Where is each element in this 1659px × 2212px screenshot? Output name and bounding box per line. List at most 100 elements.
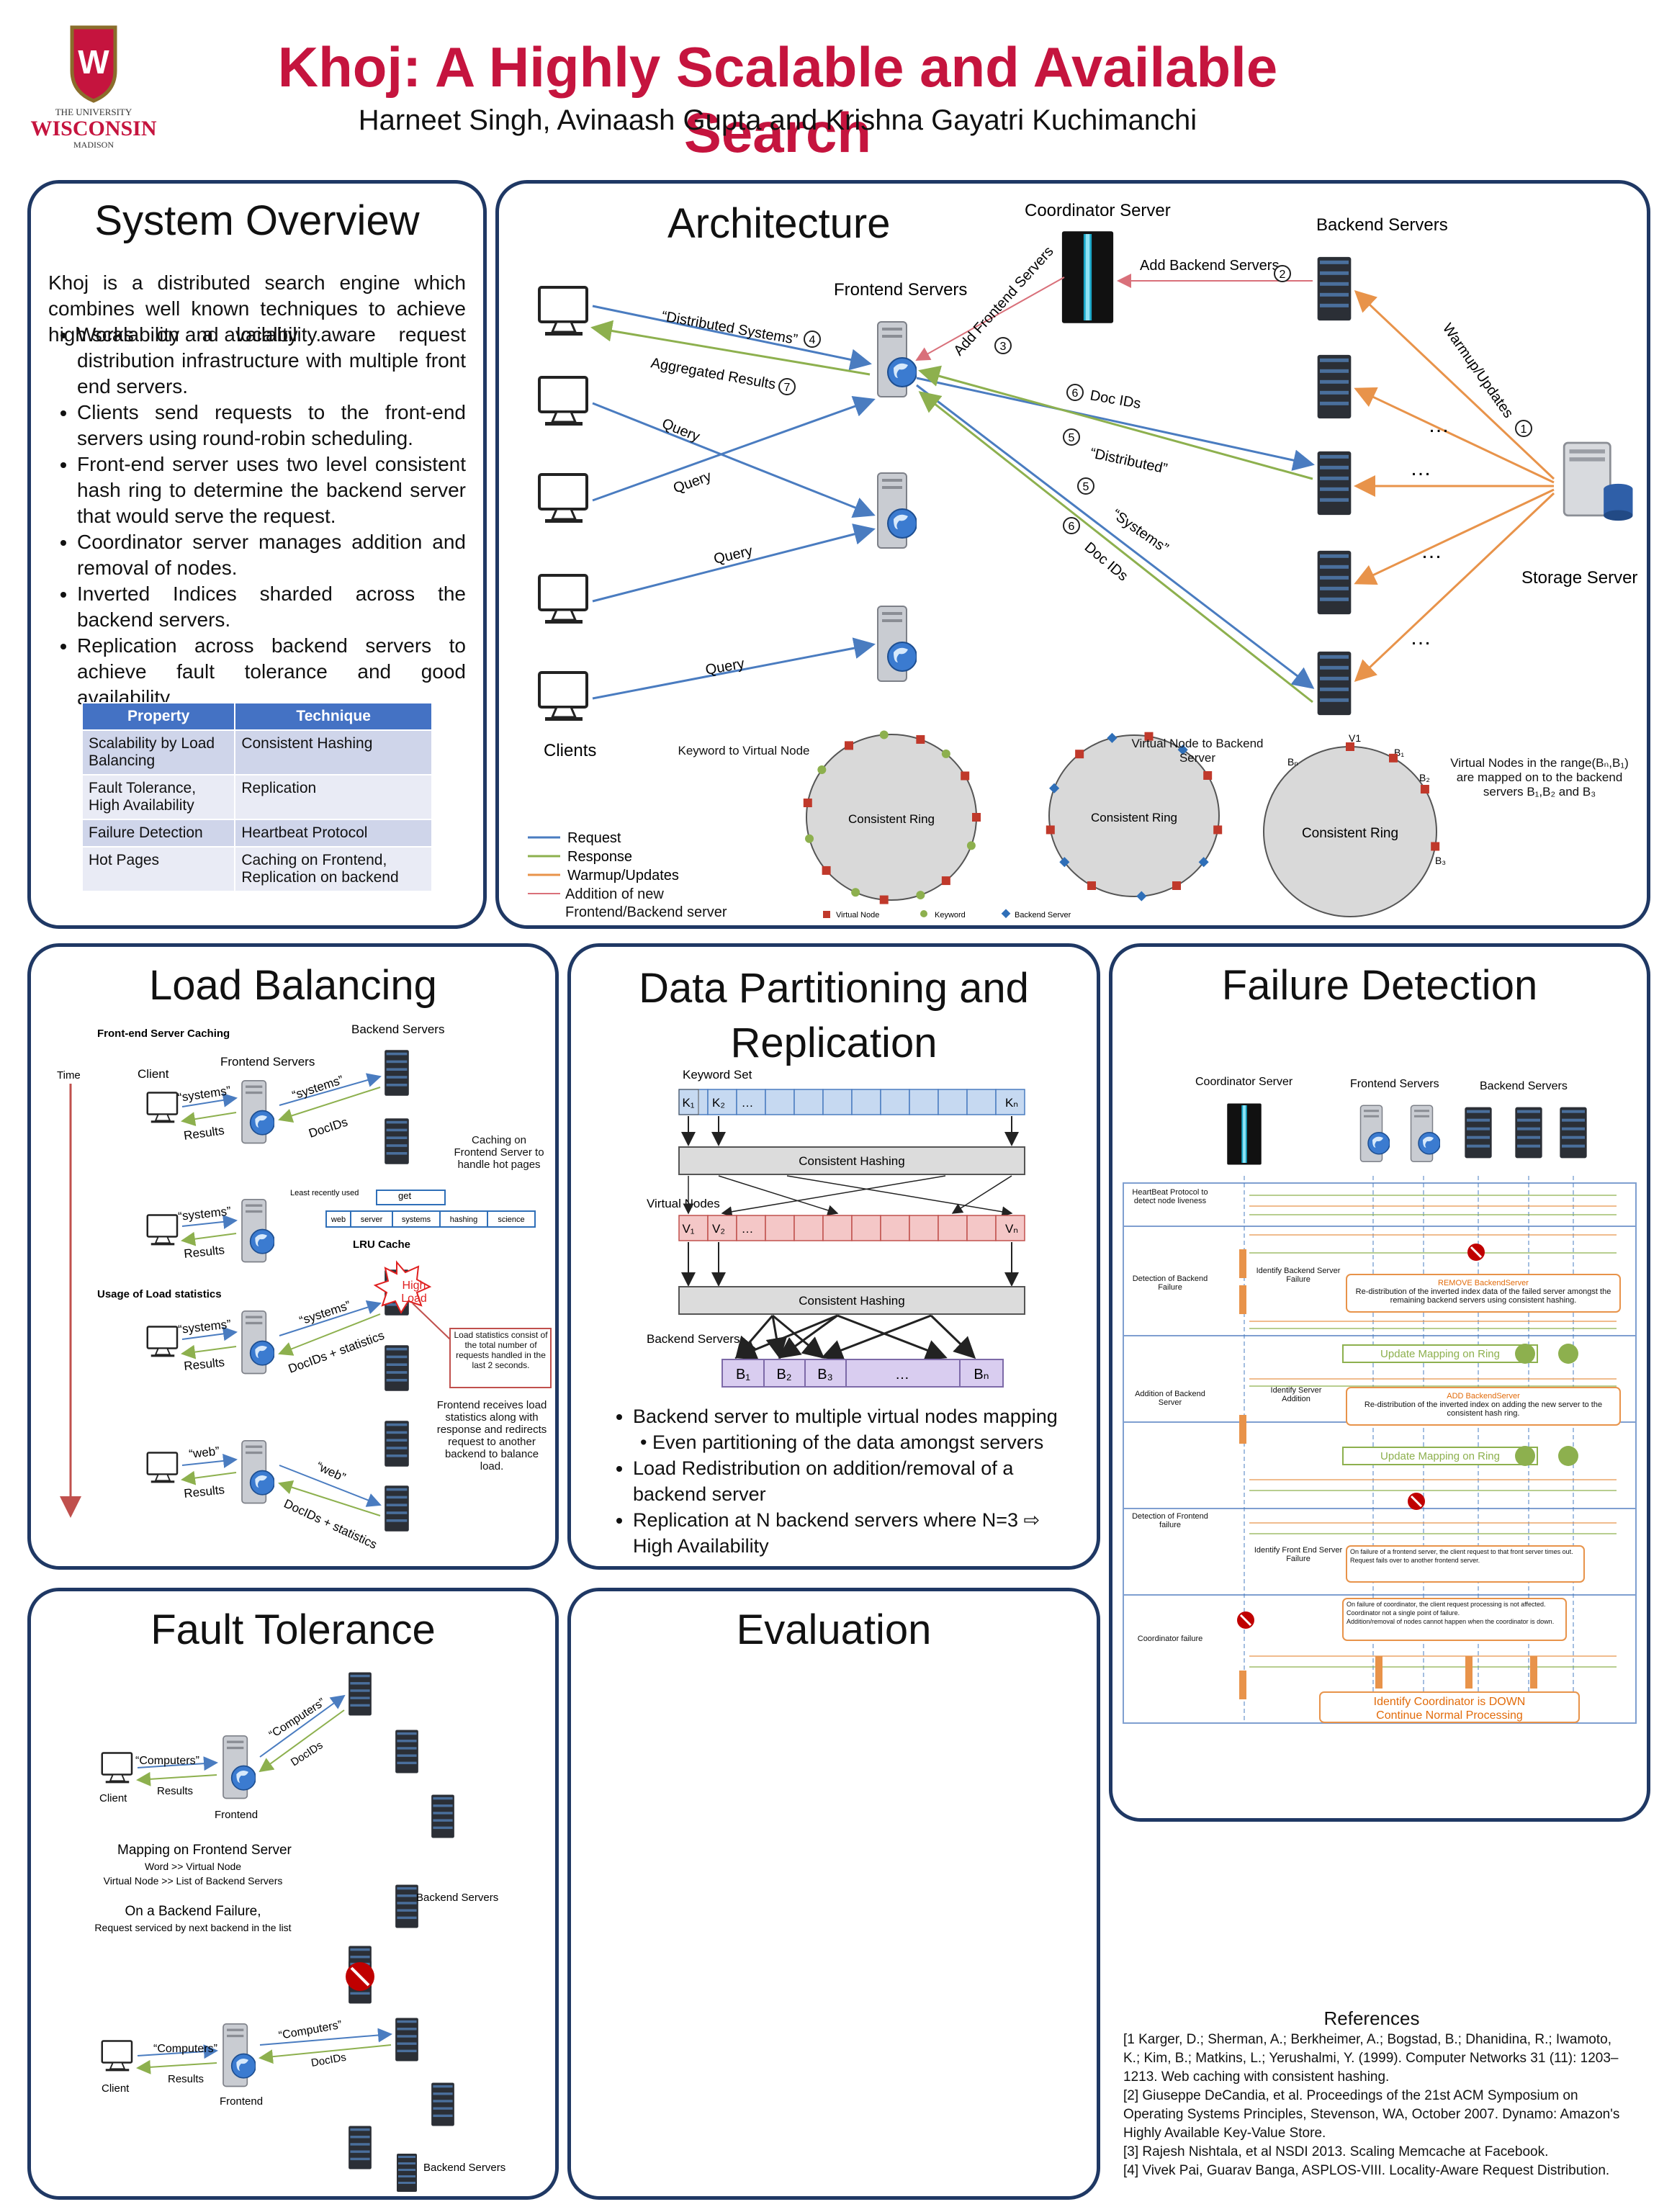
vnode-cell: V₂ — [712, 1222, 725, 1236]
client-computer-icon — [101, 1752, 133, 1784]
message-label: DocIDs — [289, 1739, 325, 1768]
keyword-marker — [916, 891, 925, 900]
virtual-node-marker — [1213, 825, 1223, 835]
table-header: Property — [81, 702, 236, 731]
consistent-ring-2: Consistent Ring — [1048, 734, 1220, 897]
list-item: Front-end server uses two level consiste… — [77, 451, 466, 529]
poster-title: Khoj: A Highly Scalable and Available Se… — [277, 35, 1278, 164]
bar-cell — [909, 1215, 939, 1241]
keyword-marker — [879, 730, 889, 739]
backend-server-icon — [349, 2126, 372, 2170]
virtual-node-marker — [1346, 742, 1354, 751]
ring-point-label: B₃ — [1435, 855, 1446, 866]
frontend-server-icon — [241, 1310, 274, 1375]
note-item: On failure of a frontend server, the cli… — [1350, 1548, 1573, 1555]
message-label: “systems” — [290, 1073, 345, 1102]
ring-note: Virtual Node to Backend Server — [1131, 737, 1264, 765]
legend-label: Warmup/Updates — [567, 868, 679, 884]
virtual-node-marker — [1172, 881, 1181, 890]
university-logo: W THE UNIVERSITY WISCONSIN MADISON — [22, 22, 166, 150]
bar-cell — [851, 1215, 881, 1241]
virtual-node-marker — [941, 876, 950, 886]
section-title: Architecture — [667, 200, 891, 247]
action-title: ADD BackendServer — [1447, 1392, 1520, 1401]
step-number: 7 — [784, 382, 791, 394]
message-label: “web” — [188, 1444, 220, 1461]
virtual-node-marker — [916, 734, 925, 744]
step-markers: 4 7 3 2 1 6 5 5 6 — [778, 265, 1532, 534]
row-labels: HeartBeat Protocol to detect node livene… — [1132, 1188, 1208, 1643]
refresh-icon — [1558, 1446, 1578, 1466]
bar-cell — [938, 1215, 968, 1241]
mapping-title: Mapping on Frontend Server — [117, 1843, 292, 1858]
step-label: Identify Server Addition — [1270, 1386, 1322, 1403]
message-label: Query — [704, 656, 745, 678]
backend-server-icon — [385, 1345, 409, 1391]
backend-server-icon — [395, 1730, 418, 1773]
lru-cell-label: science — [498, 1215, 524, 1224]
note-item: Request fails over to another frontend s… — [1350, 1557, 1480, 1564]
backend-server-icon — [1317, 550, 1352, 615]
frontend-label: Frontend Servers — [220, 1055, 315, 1069]
section-title: System Overview — [94, 197, 420, 244]
panel-architecture: Architecture Coordinator Server Backend … — [495, 180, 1650, 929]
message-label: Add Backend Servers — [1140, 258, 1279, 274]
backend-server-icon — [1317, 651, 1352, 716]
refresh-icon — [1515, 1446, 1535, 1466]
bar-cell — [995, 1089, 1025, 1115]
virtual-node-marker — [1431, 842, 1440, 851]
section-title: Load Balancing — [149, 962, 437, 1009]
message-label: Query — [671, 468, 714, 496]
legend-label: Keyword — [935, 911, 966, 920]
frontend-label: Frontend — [215, 1809, 258, 1821]
coordinator-label: Coordinator Server — [1195, 1076, 1293, 1088]
arch-legend: Request Response Warmup/Updates Addition… — [528, 830, 727, 920]
references: References [1 Karger, D.; Sherman, A.; B… — [1123, 2009, 1620, 2180]
bar-cell — [793, 1089, 824, 1115]
panel-system-overview: System Overview Khoj is a distributed se… — [27, 180, 487, 929]
legend-label: Addition of new Frontend/Backend server — [565, 886, 727, 920]
frontend-server-icon — [1410, 1105, 1440, 1163]
bar-cell — [909, 1089, 939, 1115]
bar-cell — [736, 1215, 766, 1241]
backend-label: Backend Servers — [647, 1332, 739, 1346]
list-item: Replication across backend servers to ac… — [77, 633, 466, 711]
frontend-server-icon — [241, 1079, 274, 1144]
client-label: Client — [102, 2082, 130, 2095]
backend-server-icon — [385, 1118, 409, 1164]
message-label: Results — [183, 1483, 225, 1501]
frontend-label: Frontend Servers — [834, 280, 967, 300]
bar-cell — [938, 1089, 968, 1115]
keyword-cell: … — [742, 1096, 754, 1110]
mapping-line: Virtual Node >> List of Backend Servers — [104, 1875, 283, 1887]
note-item: Coordinator not a single point of failur… — [1346, 1609, 1460, 1617]
panel-fault-tolerance: Fault Tolerance “Computers” Results “Com… — [27, 1588, 559, 2200]
coordinator-server-icon — [1227, 1103, 1262, 1165]
section-title: Data Partitioning and Replication — [639, 965, 1029, 1066]
bar-cell — [880, 1215, 910, 1241]
step-number: 5 — [1069, 432, 1075, 444]
panel-failure-detection: Failure Detection Coordinator Server Fro… — [1109, 943, 1650, 1822]
reference-item: [4] Vivek Pai, Guarav Banga, ASPLOS-VIII… — [1123, 2163, 1610, 2178]
update-ring-label: Update Mapping on Ring — [1380, 1348, 1500, 1360]
step-label: Identify Front End Server Failure — [1254, 1546, 1343, 1563]
legend-label: Request — [567, 830, 621, 846]
virtual-node-marker — [1389, 753, 1398, 763]
storage-server-icon — [1563, 441, 1634, 522]
virtual-node-marker — [1075, 750, 1084, 759]
bar-cell — [851, 1089, 881, 1115]
keyword-cell: K₂ — [712, 1096, 725, 1110]
backend-server-marker — [1198, 857, 1209, 868]
client-computer-icon — [538, 286, 588, 337]
step-label: Identify Backend Server Failure — [1256, 1267, 1341, 1284]
legend-label: Virtual Node — [836, 911, 879, 920]
lru-cell-label: server — [361, 1215, 383, 1224]
ring-label: Consistent Ring — [1091, 811, 1177, 824]
client-computer-icon — [538, 376, 588, 427]
list-item: Works on a locality aware request distri… — [77, 322, 466, 400]
virtual-node-marker — [1420, 785, 1429, 793]
client-label: Client — [99, 1792, 127, 1804]
fault-tolerance-diagram: “Computers” Results “Computers” DocIDs C… — [94, 1672, 505, 2192]
backend-server-icon — [395, 2018, 418, 2062]
